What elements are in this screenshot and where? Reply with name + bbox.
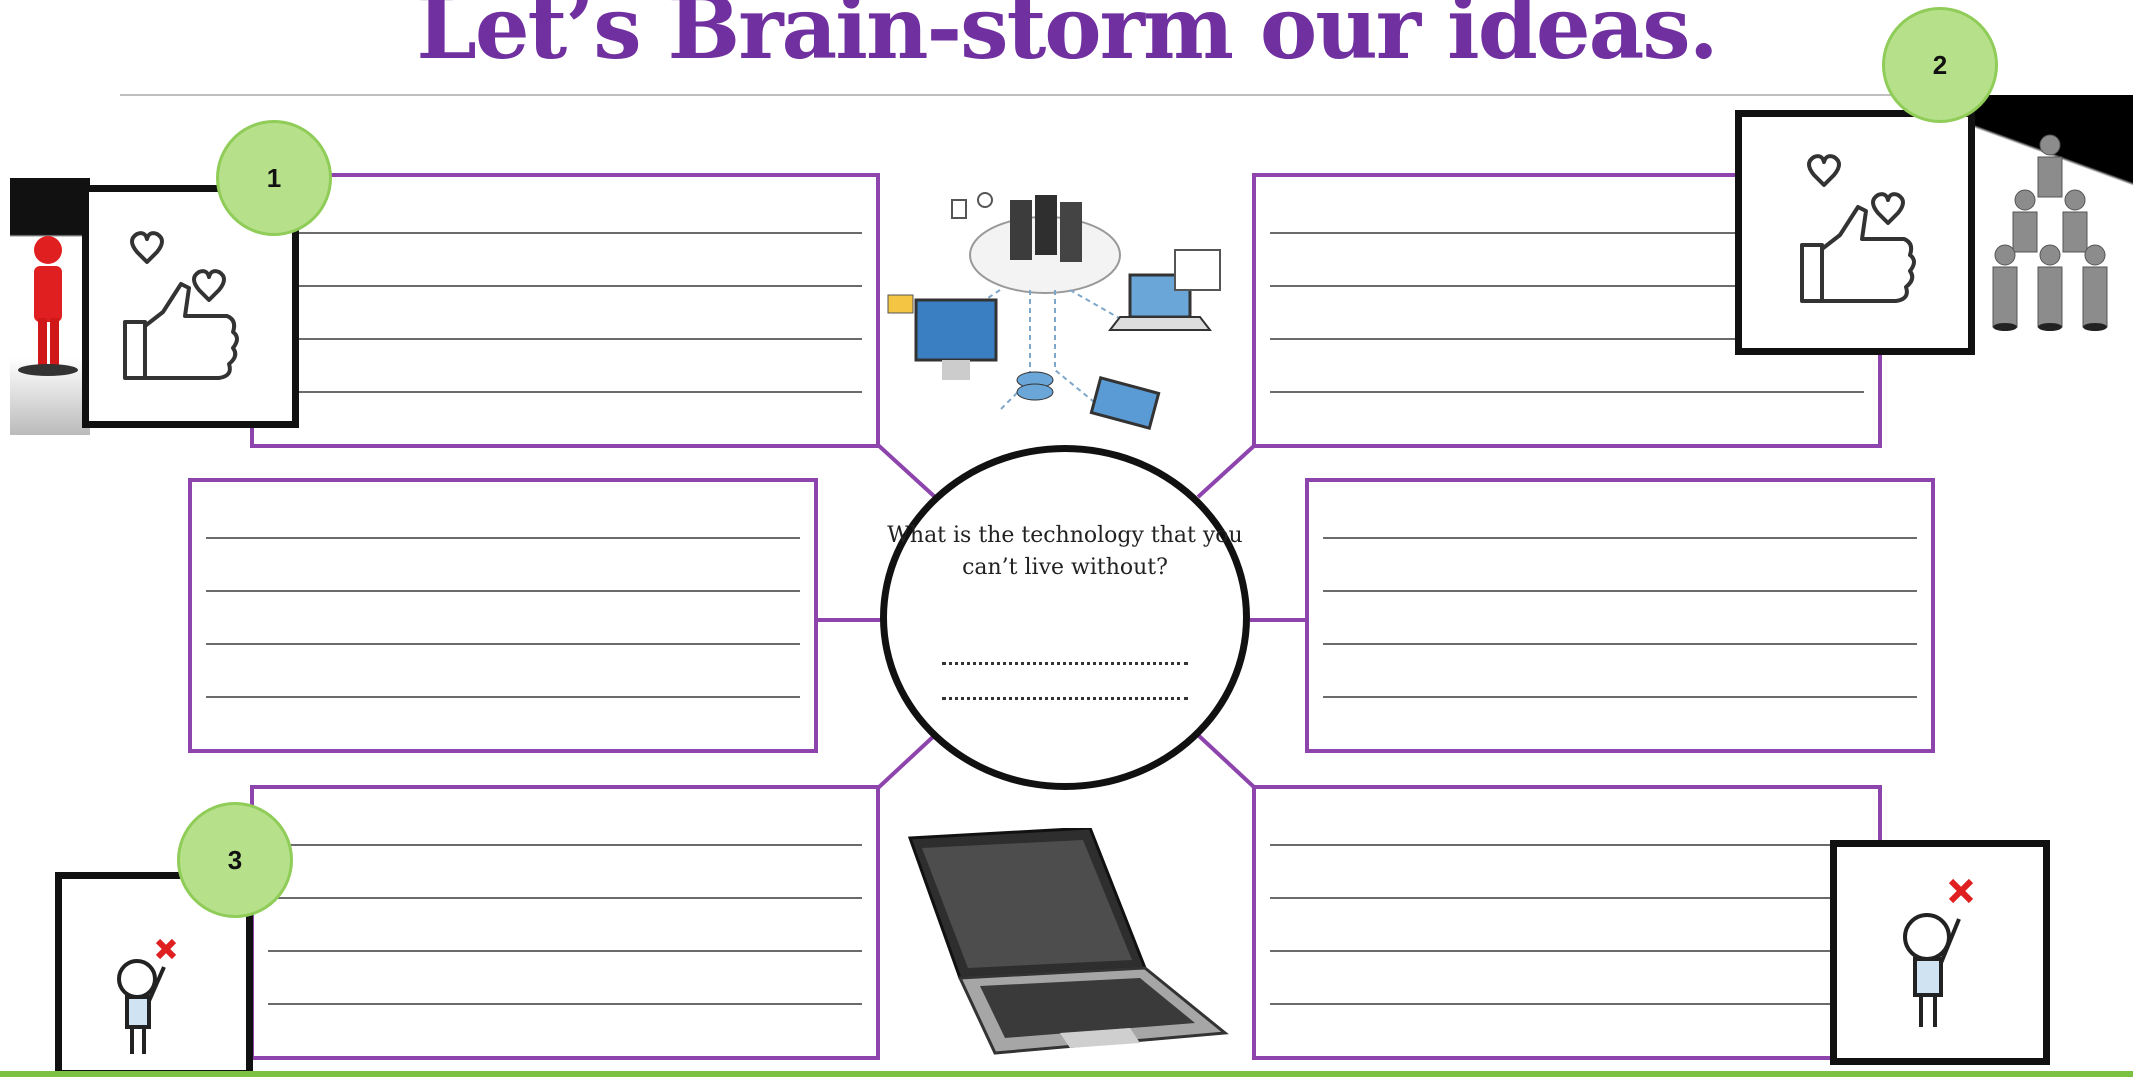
thumbs-up-hearts-icon xyxy=(123,231,239,380)
step-badge-1: 1 xyxy=(216,120,332,236)
central-question-text: What is the technology that you can’t li… xyxy=(887,523,1243,580)
stick-figure-with-red-x-icon xyxy=(117,938,177,1054)
step-badge-3: 3 xyxy=(177,802,293,918)
title-divider xyxy=(120,94,1910,96)
answer-dotted-line-2[interactable] xyxy=(942,697,1188,700)
stick-figure-with-red-x-icon xyxy=(1903,878,1974,1027)
people-pyramid-icon xyxy=(1992,134,2108,331)
step-badge-2: 2 xyxy=(1882,7,1998,123)
idea-box-top-left[interactable] xyxy=(250,173,880,448)
thumbs-up-card-right xyxy=(1735,110,1975,355)
idea-box-middle-right[interactable] xyxy=(1305,478,1935,753)
idea-box-bottom-right[interactable] xyxy=(1252,785,1882,1060)
laptop-illustration xyxy=(907,828,1229,1055)
red-person-image xyxy=(10,178,90,435)
stick-figure-card-right xyxy=(1830,840,2050,1065)
answer-dotted-line-1[interactable] xyxy=(942,662,1188,665)
slide-accent-bar xyxy=(0,1071,2133,1077)
red-person-icon xyxy=(18,236,78,376)
idea-box-bottom-left[interactable] xyxy=(250,785,880,1060)
slide-title: Let’s Brain-storm our ideas. xyxy=(416,0,1718,79)
central-question-circle: What is the technology that you can’t li… xyxy=(880,445,1250,790)
idea-box-middle-left[interactable] xyxy=(188,478,818,753)
people-pyramid-image xyxy=(1970,95,2133,385)
thumbs-up-hearts-icon xyxy=(1800,154,1916,303)
cloud-network-illustration xyxy=(887,192,1221,430)
